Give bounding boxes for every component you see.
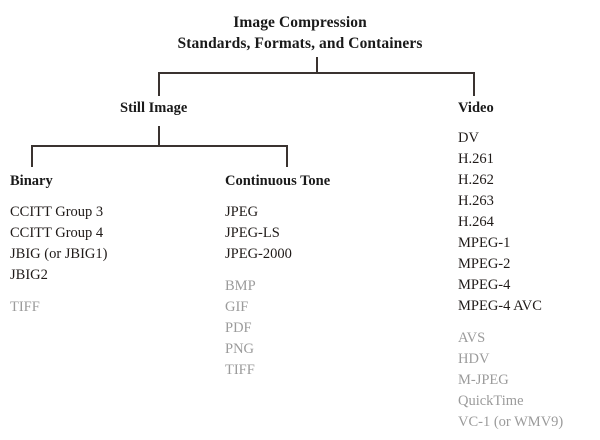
list-item: M-JPEG [458, 372, 509, 388]
list-item: TIFF [225, 362, 255, 378]
list-item: JBIG2 [10, 267, 48, 283]
group-separator [10, 286, 107, 297]
list-item: AVS [458, 330, 486, 346]
list-item: JPEG-2000 [225, 246, 292, 262]
connector-video-drop [473, 72, 475, 96]
list-item: PDF [225, 320, 252, 336]
column-binary: Binary CCITT Group 3 CCITT Group 4 JBIG … [10, 172, 107, 318]
column-title-binary: Binary [10, 173, 53, 189]
branch-heading-video: Video [458, 100, 494, 116]
connector-root-stem [316, 57, 318, 73]
connector-level1-bar [158, 72, 475, 74]
column-continuous-tone-secondary-list: BMP GIF PDF PNG TIFF [225, 276, 330, 381]
list-item: MPEG-4 AVC [458, 298, 542, 314]
page-title: Image Compression Standards, Formats, an… [0, 12, 600, 54]
group-separator [458, 317, 563, 328]
column-binary-secondary-list: TIFF [10, 297, 107, 318]
list-item: H.261 [458, 151, 494, 167]
connector-continuous-tone-drop [286, 145, 288, 167]
list-item: MPEG-2 [458, 256, 511, 272]
list-item: BMP [225, 278, 256, 294]
list-item: H.262 [458, 172, 494, 188]
connector-level2-bar [31, 145, 288, 147]
list-item: JBIG (or JBIG1) [10, 246, 108, 262]
list-item: MPEG-1 [458, 235, 511, 251]
group-separator [225, 265, 330, 276]
list-item: QuickTime [458, 393, 524, 409]
list-item: GIF [225, 299, 249, 315]
list-item: TIFF [10, 299, 40, 315]
list-item: VC-1 (or WMV9) [458, 414, 564, 430]
page-title-line-1: Image Compression [233, 14, 367, 31]
page-title-line-2: Standards, Formats, and Containers [177, 35, 423, 52]
list-item: H.263 [458, 193, 494, 209]
list-item: HDV [458, 351, 490, 367]
connector-still-image-stem [158, 126, 160, 146]
list-item: DV [458, 130, 479, 146]
column-video-secondary-list: AVS HDV M-JPEG QuickTime VC-1 (or WMV9) [458, 328, 563, 433]
column-continuous-tone-primary-list: JPEG JPEG-LS JPEG-2000 [225, 202, 330, 265]
list-item: CCITT Group 3 [10, 204, 104, 220]
column-continuous-tone: Continuous Tone JPEG JPEG-LS JPEG-2000 B… [225, 172, 330, 381]
list-item: CCITT Group 4 [10, 225, 104, 241]
column-title-continuous-tone: Continuous Tone [225, 173, 331, 189]
list-item: JPEG-LS [225, 225, 280, 241]
branch-heading-still-image: Still Image [120, 100, 188, 116]
list-item: JPEG [225, 204, 259, 220]
connector-binary-drop [31, 145, 33, 167]
column-video: DV H.261 H.262 H.263 H.264 MPEG-1 MPEG-2… [458, 128, 563, 433]
list-item: H.264 [458, 214, 494, 230]
column-binary-primary-list: CCITT Group 3 CCITT Group 4 JBIG (or JBI… [10, 202, 107, 286]
connector-still-image-drop [158, 72, 160, 96]
column-video-primary-list: DV H.261 H.262 H.263 H.264 MPEG-1 MPEG-2… [458, 128, 563, 317]
list-item: PNG [225, 341, 255, 357]
list-item: MPEG-4 [458, 277, 511, 293]
